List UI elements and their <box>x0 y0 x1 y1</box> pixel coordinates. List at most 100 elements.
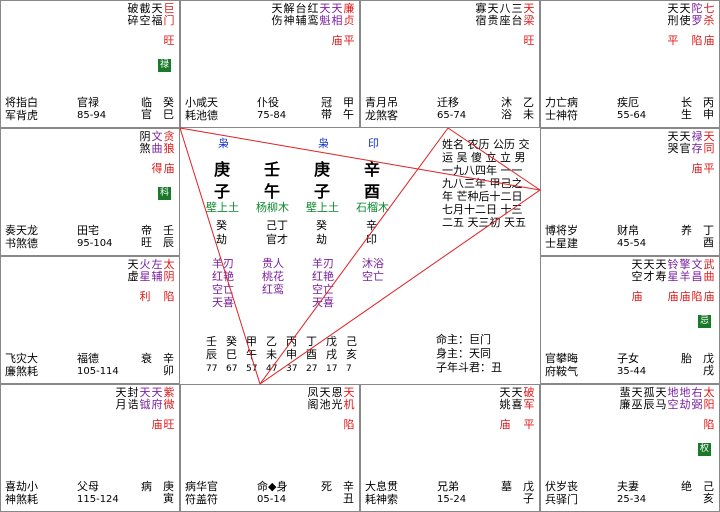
pillar-canggan: 癸 <box>216 219 227 232</box>
star-brightness: 平 <box>343 34 355 47</box>
shensha: 羊刃 <box>212 257 234 270</box>
minor-stars: 府鞍气 <box>545 365 578 378</box>
changsheng: 绝 <box>681 480 692 493</box>
star: 天巫 <box>631 386 643 411</box>
changsheng: 胎 <box>681 352 692 365</box>
shensha: 红艳 <box>312 270 334 283</box>
info-line: 子年斗君：丑 <box>436 361 502 374</box>
shensha: 桃花 <box>262 270 284 283</box>
star: 天府 <box>151 386 163 411</box>
star-brightness: 庙 <box>151 418 163 431</box>
star: 铃星 <box>667 258 679 283</box>
dayun-zhi: 辰 <box>206 348 217 361</box>
star: 地劫 <box>679 386 691 411</box>
star-brightness: 庙 <box>163 162 175 175</box>
palace-label: 田宅 <box>77 224 99 237</box>
star-brightness: 庙 <box>703 290 715 303</box>
dayun-zhi: 午 <box>246 348 257 361</box>
star-brightness: 得 <box>151 162 163 175</box>
star-brightness: 庙 <box>679 290 691 303</box>
star: 地空 <box>667 386 679 411</box>
star: 文昌 <box>691 258 703 283</box>
minor-stars: 力亡病 <box>545 96 578 109</box>
pillar-gan: 壬 <box>264 160 281 179</box>
palace-branch: 辛卯 <box>163 352 174 377</box>
star-brightness: 平 <box>703 162 715 175</box>
pillar-canggan-shishen: 劫 <box>216 233 227 246</box>
pillar-gan: 辛 <box>364 160 381 179</box>
star: 擎羊 <box>679 258 691 283</box>
palace-branch: 戊戌 <box>703 352 714 377</box>
palace-ages: 85-94 <box>77 110 107 121</box>
palace-label: 疾厄 <box>617 96 639 109</box>
minor-stars: 博将岁 <box>545 224 578 237</box>
pillar-canggan: 辛 <box>366 219 377 232</box>
star-brightness: 旺 <box>163 418 175 431</box>
star: 恩光 <box>331 386 343 411</box>
dayun-gan: 己 <box>346 335 357 348</box>
pillar-zhi: 午 <box>264 182 281 201</box>
minor-stars: 兵驿门 <box>545 493 578 506</box>
palace-branch: 丙申 <box>703 96 714 121</box>
dayun-age: 17 <box>326 364 338 374</box>
dayun-gan: 戊 <box>326 335 337 348</box>
star-brightness: 利 <box>139 290 151 303</box>
minor-stars: 喜劫小 <box>5 480 38 493</box>
pillar-shishen: 枭 <box>318 137 329 150</box>
star: 天使 <box>679 2 691 27</box>
palace-branch: 壬辰 <box>163 224 174 249</box>
minor-stars: 士神符 <box>545 109 578 122</box>
star: 文曲 <box>151 130 163 155</box>
sihua-tag: 权 <box>698 443 711 456</box>
star: 太阴 <box>163 258 175 283</box>
palace-label: 财帛 <box>617 224 639 237</box>
palace-branch: 甲午 <box>343 96 354 121</box>
sihua-tag: 科 <box>158 187 171 200</box>
star: 禄存 <box>691 130 703 155</box>
shensha: 红鸾 <box>262 283 284 296</box>
changsheng: 沐浴 <box>501 96 512 121</box>
sihua-tag: 忌 <box>698 315 711 328</box>
changsheng: 病 <box>141 480 152 493</box>
palace-branch: 己亥 <box>703 480 714 505</box>
minor-stars: 耗神索 <box>365 493 398 506</box>
pillar-canggan: 己丁 <box>266 219 288 232</box>
star: 天喜 <box>511 386 523 411</box>
star: 截空 <box>139 2 151 27</box>
star: 天魁 <box>319 2 331 27</box>
star: 天相 <box>331 2 343 27</box>
star-brightness: 庙 <box>703 34 715 47</box>
star: 武曲 <box>703 258 715 283</box>
pillar-zhi: 子 <box>214 182 231 201</box>
info-block: 姓名 农历 公历 交运 吴 傻 立 立 男 一九八四年 一一九八三年 甲己之年 … <box>442 138 530 229</box>
star-brightness: 庙 <box>331 34 343 47</box>
pillar-nayin: 壁上土 <box>306 201 339 214</box>
pillar-nayin: 石榴木 <box>356 201 389 214</box>
palace-ages: 25-34 <box>617 494 647 505</box>
dayun-age: 77 <box>206 364 218 374</box>
palace-label: 仆役 <box>257 96 279 109</box>
palace-ages: 105-114 <box>77 366 119 377</box>
dayun-zhi: 亥 <box>346 348 357 361</box>
palace-ages: 95-104 <box>77 238 113 249</box>
shensha: 天喜 <box>312 296 334 309</box>
dayun-zhi: 巳 <box>226 348 237 361</box>
shensha: 羊刃 <box>312 257 334 270</box>
palace-branch: 乙未 <box>523 96 534 121</box>
shensha: 红艳 <box>212 270 234 283</box>
pillar-zhi: 酉 <box>364 182 381 201</box>
star: 紫微 <box>163 386 175 411</box>
